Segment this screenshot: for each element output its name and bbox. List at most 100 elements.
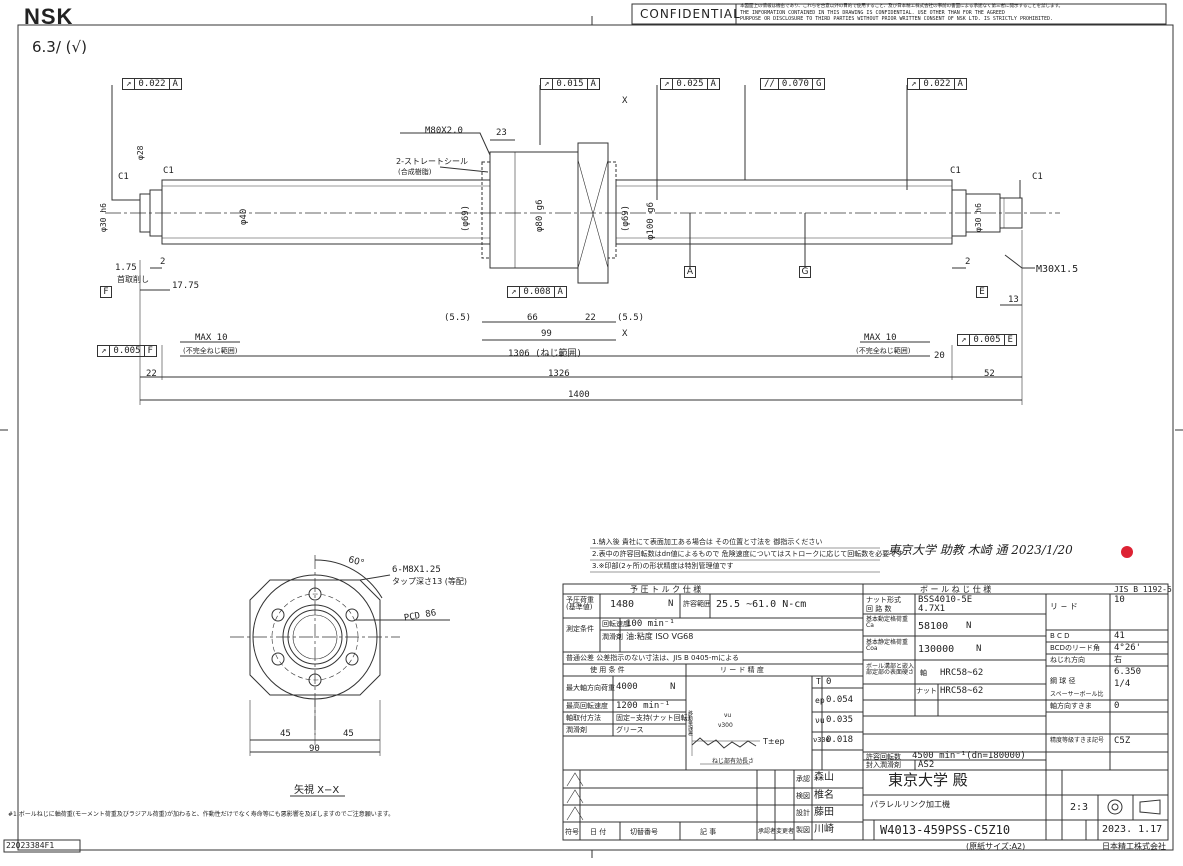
- dim-2-left: 2: [160, 257, 166, 267]
- graph-axis: 移動量誤差: [688, 711, 694, 737]
- nut-label: ナット: [916, 687, 937, 695]
- seal-label: 2-ストレートシール: [396, 157, 468, 166]
- approved-label: 承認: [796, 775, 810, 783]
- dim-1306: 1306 (ねじ範囲): [508, 349, 582, 359]
- dim-66: 66: [527, 313, 538, 323]
- circuit: 4.7X1: [918, 604, 946, 614]
- allow-rpm-label: 許容回転数: [866, 753, 901, 761]
- dim-c1-d: C1: [1032, 172, 1043, 182]
- cond-label: 測定条件: [566, 625, 594, 633]
- spec-title: ボ ー ル ね じ 仕 様: [920, 585, 992, 594]
- lead-v300-val: 0.018: [826, 735, 854, 745]
- dim-phi28: φ28: [136, 145, 145, 160]
- torque-title: 予 圧 ト ル ク 仕 様: [630, 585, 702, 594]
- designed: 藤田: [814, 807, 834, 818]
- dim-max10-b: MAX 10: [864, 333, 897, 343]
- dim-phi100: φ100 g6: [646, 202, 656, 240]
- x-arrow-top: X: [622, 96, 628, 106]
- dim-20: 20: [934, 351, 945, 361]
- product-label: パラレルリンク加工機: [870, 800, 950, 809]
- lead-value: 10: [1114, 595, 1125, 605]
- shaft-hard: HRC58~62: [940, 668, 984, 678]
- drawn: 川崎: [814, 824, 834, 835]
- note-2: 2.表中の許容回転数はdn値によるもので 危険速度についてはストロークに応じて回…: [592, 550, 904, 558]
- lead-ep-val: 0.054: [826, 695, 854, 705]
- graph-note: ねじ部有効長さ: [712, 758, 755, 765]
- ca-unit: N: [966, 621, 972, 631]
- note-1: 1.納入後 貴社にて表面加工ある場合は その位置と寸法を 御指示ください: [592, 538, 823, 546]
- rpm-value: 100 min⁻¹: [626, 619, 675, 629]
- clear-value: 0: [1114, 701, 1120, 711]
- dim-1326: 1326: [548, 369, 570, 379]
- scale: 2:3: [1070, 802, 1089, 813]
- datum-g: G: [799, 266, 811, 278]
- surface-finish-symbol: 6.3/ (√): [32, 38, 87, 56]
- rev-date: 日 付: [590, 828, 607, 836]
- confidential-label: CONFIDENTIAL: [640, 7, 741, 21]
- nut-type: BSS4010-5E: [918, 595, 973, 605]
- ball-fraction: 1/4: [1114, 679, 1131, 689]
- ca-value: 58100: [918, 621, 949, 632]
- coa-unit: N: [976, 644, 982, 654]
- lead-v300: ν300: [813, 736, 830, 744]
- dim-5-5-a: (5.5): [444, 313, 472, 323]
- footnote: #1.ボールねじに軸荷重(モーメント荷重及びラジアル荷重)が加わると、作動性だけ…: [8, 811, 395, 818]
- incomplete-thread-b: (不完全ねじ範囲): [856, 347, 911, 355]
- graph-v300: ν300: [718, 722, 733, 729]
- graph-tep: T±ep: [763, 737, 785, 746]
- dim-phi30-left: φ30 h6: [99, 203, 108, 232]
- range-label: 許容範囲: [683, 600, 711, 608]
- nsk-logo: NSK: [24, 4, 74, 29]
- drawing-number: W4013-459PSS-C5Z10: [880, 823, 1011, 837]
- lead-vu-val: 0.035: [826, 715, 854, 725]
- mount-label: 軸取付方法: [566, 714, 601, 722]
- lead-ep: ep: [815, 696, 825, 705]
- dim-2-right: 2: [965, 257, 971, 267]
- dim-c1-b: C1: [163, 166, 174, 176]
- speed-label: 最高回転速度: [566, 702, 608, 710]
- lub-label: 潤滑剤: [602, 633, 623, 641]
- rev-note: 記 事: [700, 828, 717, 836]
- lead-t-val: 0: [826, 677, 832, 687]
- seal-sublabel: (合成樹脂): [398, 168, 432, 176]
- bcd-value: 41: [1114, 631, 1125, 641]
- use-title: 使 用 条 件: [590, 666, 625, 674]
- signature: 東京大学 助教 木崎 通 2023/1/20: [888, 543, 1073, 557]
- dir-label: ねじれ方向: [1050, 656, 1085, 664]
- load-value: 4000: [616, 682, 638, 692]
- rev-symbol: 符号: [565, 828, 579, 836]
- allow-rpm-value: 4500 min⁻¹(dn=180000): [912, 751, 1026, 761]
- flange-tap: 6-M8X1.25: [392, 565, 441, 575]
- tolerance: 普通公差 公差指示のない寸法は、JIS B 0405-mによる: [566, 654, 739, 662]
- lube-label: 潤滑剤: [566, 726, 587, 734]
- dim-22: 22: [585, 313, 596, 323]
- spacer-label: スペーサーボール比: [1050, 691, 1104, 698]
- dim-phi40: φ40: [239, 208, 249, 225]
- dim-99: 99: [541, 329, 552, 339]
- preload-value: 1480: [610, 599, 635, 610]
- seal-lub-label: 封入潤滑剤: [866, 761, 901, 769]
- dim-m80: M80X2.0: [425, 126, 463, 136]
- ball-label: 鋼 球 径: [1050, 677, 1076, 685]
- checked-label: 検図: [796, 792, 810, 800]
- flange-tap-depth: タップ深さ13 (等配): [392, 577, 467, 586]
- dim-23: 23: [496, 128, 507, 138]
- dim-m30: M30X1.5: [1036, 264, 1079, 275]
- lead-label: リ − ド: [1050, 602, 1078, 611]
- shaft-label: 軸: [920, 669, 927, 677]
- coa-label: 基本静定格荷重 Coa: [866, 639, 909, 652]
- datum-e: E: [976, 286, 988, 298]
- dim-phi69-a: (φ69): [461, 204, 471, 232]
- neck-label: 首取削し: [117, 275, 149, 284]
- dim-5-5-b: (5.5): [617, 313, 645, 323]
- nut-hard: HRC58~62: [940, 686, 984, 696]
- incomplete-thread-a: (不完全ねじ範囲): [183, 347, 238, 355]
